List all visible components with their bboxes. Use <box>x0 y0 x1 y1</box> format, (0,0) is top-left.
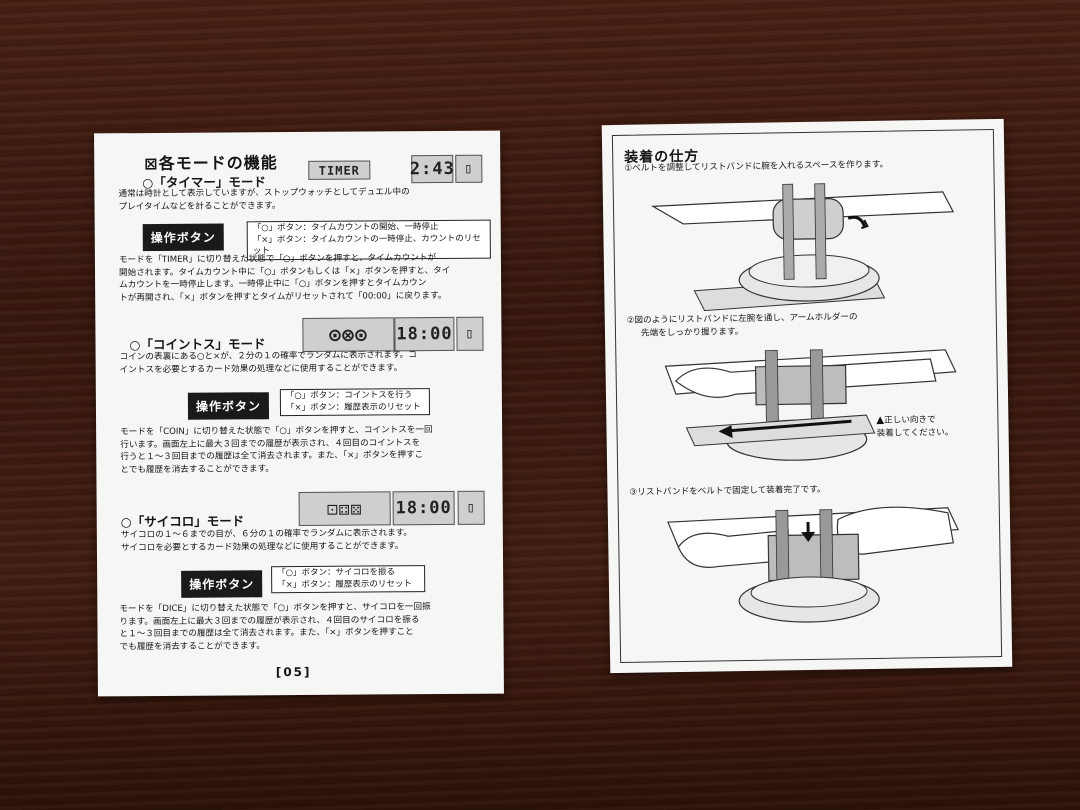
warning-icon: ▲ <box>876 414 885 426</box>
text-line: とでも履歴を消去することができます。 <box>120 463 274 476</box>
strap-fasten-illustration <box>667 506 960 623</box>
op-line: 「×」ボタン：履歴表示のリセット <box>285 401 421 413</box>
text-line: イントスを必要とするカード効果の処理などに使用することができます。 <box>119 362 403 375</box>
lcd-dice-history: ⚀⚃⚄ <box>298 491 391 527</box>
coin-detail: モードを「COIN」に切り替えた状態で「○」ボタンを押すと、コイントスを一回 行… <box>120 424 482 477</box>
lcd-coin-time: 18:00 <box>394 316 455 352</box>
right-manual-page: 装着の仕方 ①ベルトを調整してリストバンドに腕を入れるスペースを作ります。 ②図… <box>601 118 1013 674</box>
dice-detail: モードを「DICE」に切り替えた状態で「○」ボタンを押すと、サイコロを一回振 り… <box>119 601 481 654</box>
text-line: サイコロを必要とするカード効果の処理などに使用することができます。 <box>120 540 404 553</box>
op-line: 「×」ボタン：履歴表示のリセット <box>277 578 412 590</box>
op-line: 「○」ボタン：サイコロを振る <box>277 567 396 579</box>
text-line: モードを「COIN」に切り替えた状態で「○」ボタンを押すと、コイントスを一回 <box>120 425 433 438</box>
op-line: 「○」ボタン：コイントスを行う <box>285 390 413 402</box>
lcd-block-icon: ▯ <box>466 499 476 516</box>
lcd-timer-time: 2:43 <box>410 154 455 184</box>
caution-note: ▲正しい向きで 装着してください。 <box>876 413 986 440</box>
operation-button-box: 「○」ボタン：サイコロを振る 「×」ボタン：履歴表示のリセット <box>271 565 426 594</box>
text-line: プレイタイムなどを計ることができます。 <box>118 200 281 212</box>
arm-insert-illustration <box>664 349 957 461</box>
lcd-dice-time: 18:00 <box>392 490 455 526</box>
operation-button-box: 「○」ボタン：コイントスを行う 「×」ボタン：履歴表示のリセット <box>279 388 431 417</box>
dice-history-icon: ⚀⚃⚄ <box>326 498 363 520</box>
timer-detail: モードを「TIMER」に切り替えた状態で「○」ボタンを押すと、タイムカウントが … <box>119 252 481 305</box>
wristband-prepare-illustration <box>650 183 955 312</box>
page-number: [05] <box>275 664 312 680</box>
lcd-timer-label: TIMER <box>308 160 371 180</box>
coin-history-icon: ⊙⊗⊙ <box>328 322 369 347</box>
left-manual-page: ⊠各モードの機能 TIMER 2:43 ▯ ○「タイマー」モード 通常は時計とし… <box>94 130 504 697</box>
dice-description: サイコロの１～６までの目が、６分の１の確率でランダムに表示されます。 サイコロを… <box>121 527 483 555</box>
text-line: 正しい向きで <box>884 414 936 426</box>
operation-button-label: 操作ボタン <box>187 392 270 420</box>
lcd-indicator: ▯ <box>455 154 483 183</box>
text-line: 装着してください。 <box>876 427 954 439</box>
dice-heading: ○「サイコロ」モード <box>120 513 245 530</box>
text-line: でも履歴を消去することができます。 <box>119 641 265 653</box>
lcd-indicator: ▯ <box>457 490 485 525</box>
operation-button-label: 操作ボタン <box>181 570 263 598</box>
operation-button-label: 操作ボタン <box>142 223 224 252</box>
lcd-block-icon: ▯ <box>464 160 474 177</box>
coin-description: コインの表裏にある○と×が、２分の１の確率でランダムに表示されます。コ イントス… <box>120 349 482 377</box>
text-line: モードを「DICE」に切り替えた状態で「○」ボタンを押すと、サイコロを一回振 <box>119 602 431 615</box>
lcd-block-icon: ▯ <box>465 325 475 342</box>
timer-description: 通常は時計として表示していますが、ストップウォッチとしてデュエル中の プレイタイ… <box>118 186 480 214</box>
text-line: トが再開され、「×」ボタンを押すとタイムがリセットされて「00:00」に戻ります… <box>119 290 447 304</box>
lcd-indicator: ▯ <box>456 316 484 351</box>
lcd-coin-history: ⊙⊗⊙ <box>302 317 395 352</box>
